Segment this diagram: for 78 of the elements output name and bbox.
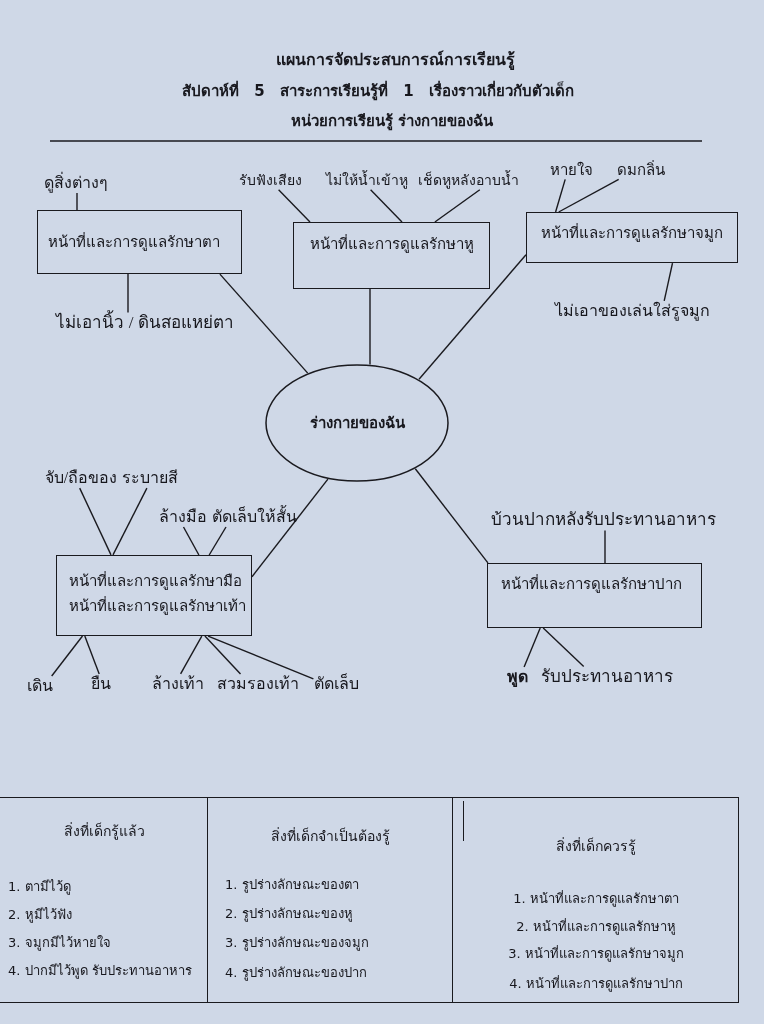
topic-item: ดมกลิ่น [617,160,665,180]
list-item: 2. รูปร่างลักษณะของหู [225,905,353,923]
connector-line [277,189,311,223]
connector-line [84,635,100,675]
list-item: 1. ตามีไว้ดู [8,878,71,896]
topic-item: ดูสิ่งต่างๆ [44,173,108,193]
connector-line [418,254,527,380]
topic-item: ล้างเท้า [152,674,204,694]
column-heading: สิ่งที่เด็กจำเป็นต้องรู้ [271,826,390,846]
connector-line [208,526,227,556]
topic-item: ตัดเล็บ [313,674,359,694]
connector-line [112,487,148,556]
topic-item: ระบายสี [122,468,178,488]
list-item: 3. รูปร่างลักษณะของจมูก [225,934,369,952]
connector-line [182,526,200,556]
connector-line [542,627,585,668]
topic-box [56,555,252,636]
topic-item: ล้างมือ [159,507,207,527]
connector-line [127,273,129,314]
column-heading: สิ่งที่เด็กรู้แล้ว [63,821,145,841]
connector-line [369,288,371,366]
list-item: 2. หน้าที่และการดูแลรักษาหู [516,918,676,936]
list-item: 4. รูปร่างลักษณะของปาก [225,964,367,982]
topic-item: ตัดเล็บให้สั้น [211,507,297,527]
connector-line [251,478,329,578]
topic-box [526,212,738,263]
topic-item: ไม่เอาของเล่นใส่รูจมูก [554,301,710,321]
center-topic: ร่างกายของฉัน [309,414,405,433]
topic-item: บ้วนปากหลังรับประทานอาหาร [490,509,716,531]
connector-line [204,635,242,675]
list-item: 2. หูมีไว้ฟัง [8,906,72,924]
list-item: 3. หน้าที่และการดูแลรักษาจมูก [508,945,684,963]
topic-text: หน้าที่และการดูแลรักษาตา [48,231,220,253]
topic-item: รับฟังเสียง [238,172,302,190]
topic-item: จับ/ถือของ [44,468,118,488]
table-column [453,797,739,1003]
topic-item: เดิน [27,676,53,696]
topic-text: หน้าที่และการดูแลรักษาเท้า [69,595,246,617]
connector-line [76,192,78,211]
topic-item: ยืน [91,674,111,694]
topic-item: พูด [506,667,528,687]
list-item: 4. ปากมีไว้พูด รับประทานอาหาร [8,962,192,980]
connector-line [558,178,620,213]
list-item: 1. รูปร่างลักษณะของตา [225,876,359,894]
topic-box [37,210,242,274]
table-column [0,797,208,1003]
subtitle: หน่วยการเรียนรู้ ร่างกายของฉัน [290,111,494,131]
connector-line [179,635,203,675]
topic-item: ไม่ให้น้ำเข้าหู [326,172,408,190]
connector-line [207,635,315,680]
topic-item: รับประทานอาหาร [541,666,673,688]
connector-line [434,189,481,223]
topic-item: ไม่เอานิ้ว / ดินสอแหย่ตา [56,312,234,334]
list-item: 4. หน้าที่และการดูแลรักษาปาก [509,975,683,993]
topic-text: หน้าที่และการดูแลรักษาจมูก [541,222,723,244]
list-item: 3. จมูกมีไว้หายใจ [8,934,111,952]
column-heading: สิ่งที่เด็กควรรู้ [556,836,636,856]
list-item: 1. หน้าที่และการดูแลรักษาตา [513,890,679,908]
connector-line [663,262,674,302]
connector-line [79,487,112,556]
topic-text: หน้าที่และการดูแลรักษาหู [309,233,474,255]
topic-item: หายใจ [549,160,593,180]
connector-line [554,178,566,213]
topic-box [293,222,490,289]
topic-item: สวมรองเท้า [217,674,299,694]
connector-line [523,627,541,668]
title: แผนการจัดประสบการณ์การเรียนรู้ [275,50,515,70]
topic-item: เช็ดหูหลังอาบน้ำ [417,172,519,190]
connector-line [369,189,403,223]
subtitle: สัปดาห์ที่ 5 สาระการเรียนรู้ที่ 1 เรื่องราวเกี่ยวกับตัวเด็ก [182,81,574,101]
connector-line [219,273,309,374]
topic-text: หน้าที่และการดูแลรักษามือ [69,570,242,592]
table-column [208,797,453,1003]
connector-line [414,468,489,564]
topic-box [487,563,702,628]
connector-line [51,635,84,677]
connector-line [604,529,606,564]
topic-text: หน้าที่และการดูแลรักษาปาก [501,573,682,595]
